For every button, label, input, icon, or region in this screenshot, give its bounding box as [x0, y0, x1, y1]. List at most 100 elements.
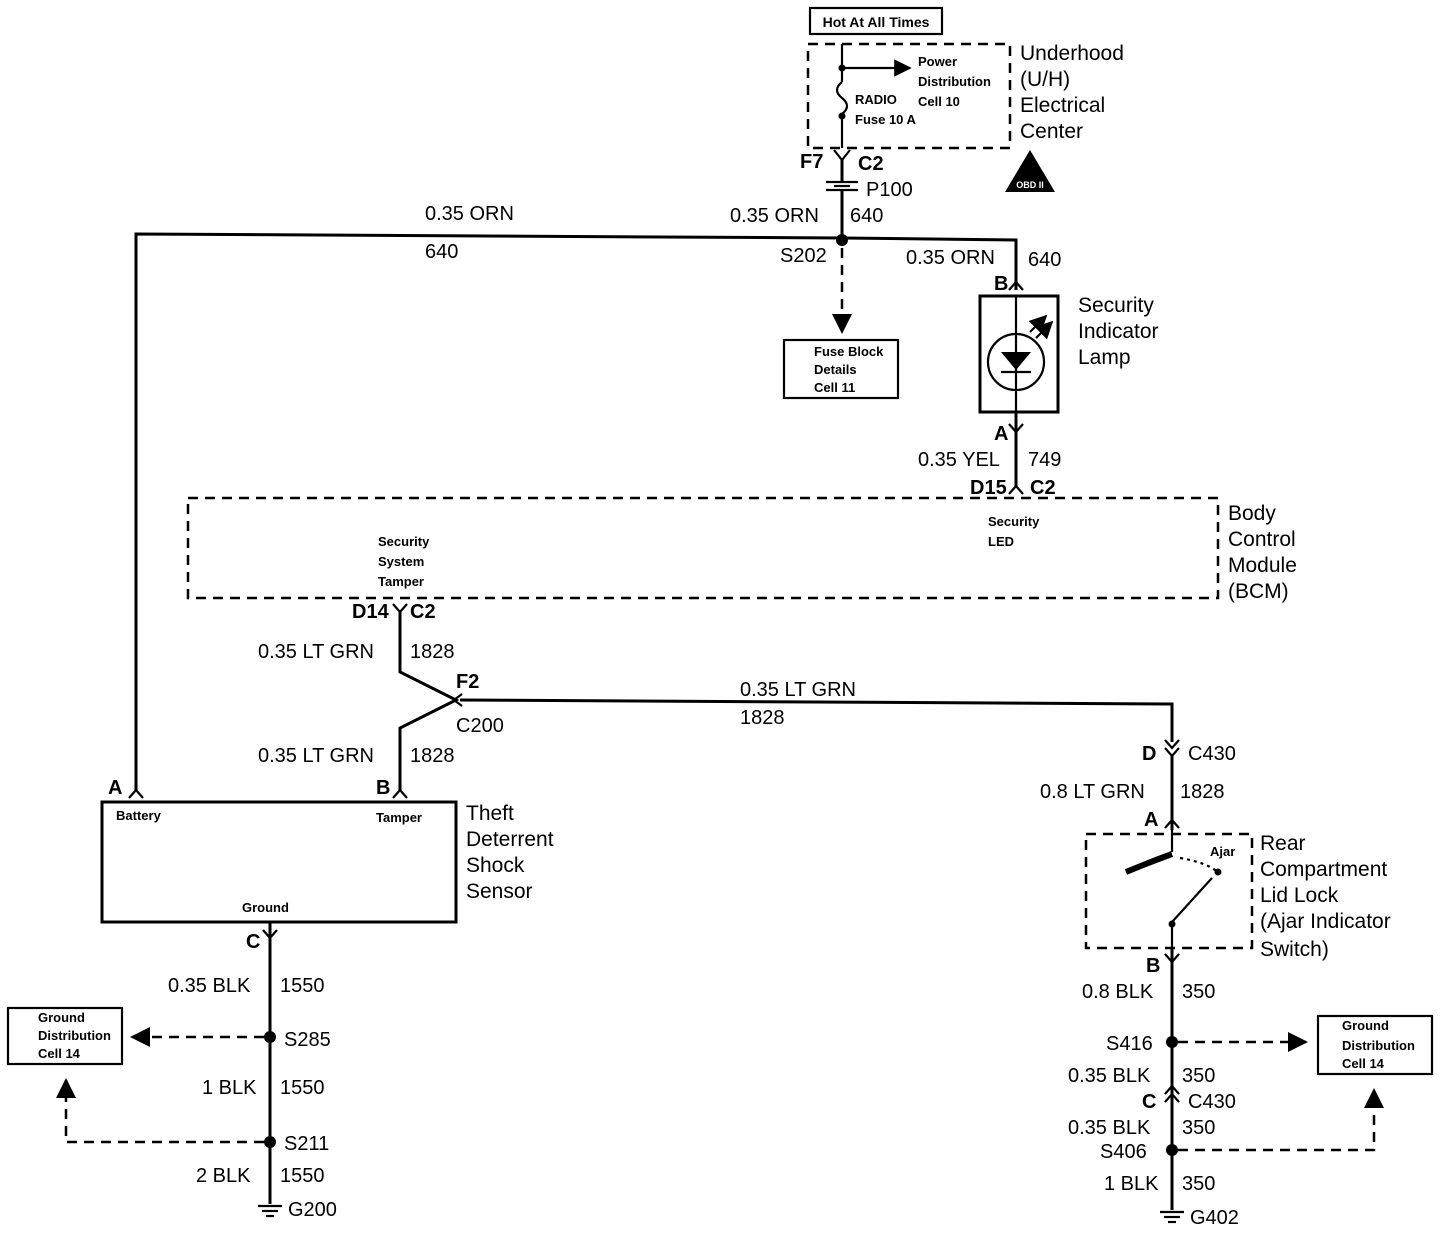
- svg-text:A: A: [994, 423, 1008, 445]
- svg-text:Cell 14: Cell 14: [38, 1046, 81, 1061]
- ground-g402-icon: [1160, 1210, 1184, 1224]
- svg-text:A: A: [108, 777, 122, 799]
- fuse-block-details: Fuse Block Details Cell 11: [782, 338, 900, 400]
- svg-text:Tamper: Tamper: [376, 810, 422, 825]
- svg-text:S202: S202: [780, 245, 827, 267]
- svg-text:S406: S406: [1100, 1141, 1147, 1163]
- wire-1828-tamper: D14 C2 0.35 LT GRN 1828 0.35 LT GRN 1828…: [258, 601, 504, 790]
- splice-s285: [264, 1031, 276, 1043]
- svg-text:0.35 LT GRN: 0.35 LT GRN: [258, 745, 374, 767]
- svg-text:Indicator: Indicator: [1078, 320, 1159, 343]
- svg-text:350: 350: [1182, 1117, 1215, 1139]
- wire-1828-rear: 0.35 LT GRN 1828 D C430 0.8 LT GRN 1828 …: [459, 679, 1236, 831]
- svg-text:G200: G200: [288, 1199, 337, 1221]
- svg-text:C2: C2: [858, 153, 884, 175]
- svg-text:Security: Security: [988, 514, 1040, 529]
- ground-g200-icon: [258, 1204, 282, 1218]
- svg-text:Fuse 10 A: Fuse 10 A: [855, 112, 917, 127]
- svg-text:Power: Power: [918, 54, 957, 69]
- svg-text:1 BLK: 1 BLK: [202, 1077, 257, 1099]
- svg-text:C430: C430: [1188, 743, 1236, 765]
- svg-text:OBD II: OBD II: [1016, 180, 1044, 190]
- svg-text:C2: C2: [410, 601, 436, 623]
- svg-text:Module: Module: [1228, 554, 1297, 577]
- svg-text:D14: D14: [352, 601, 390, 623]
- svg-text:(Ajar Indicator: (Ajar Indicator: [1260, 910, 1391, 933]
- svg-text:1828: 1828: [410, 745, 455, 767]
- svg-text:B: B: [1146, 955, 1160, 977]
- svg-text:Deterrent: Deterrent: [466, 828, 554, 851]
- svg-text:Lamp: Lamp: [1078, 346, 1131, 369]
- svg-text:Ground: Ground: [1342, 1018, 1389, 1033]
- ground-distribution-left: Ground Distribution Cell 14: [6, 1006, 264, 1144]
- svg-text:Hot At All Times: Hot At All Times: [823, 14, 930, 30]
- splice-s202: S202: [780, 234, 852, 334]
- svg-text:G402: G402: [1190, 1207, 1239, 1229]
- svg-text:C430: C430: [1188, 1091, 1236, 1113]
- svg-text:RADIO: RADIO: [855, 92, 897, 107]
- hot-at-all-times-label: Hot At All Times: [808, 6, 944, 36]
- wire-640-lamp: 0.35 ORN 640 B: [841, 236, 1061, 295]
- svg-text:0.8 LT GRN: 0.8 LT GRN: [1040, 781, 1145, 803]
- svg-text:B: B: [994, 273, 1008, 295]
- svg-text:0.35 YEL: 0.35 YEL: [918, 449, 1000, 471]
- svg-text:C200: C200: [456, 715, 504, 737]
- svg-text:350: 350: [1182, 981, 1215, 1003]
- svg-text:Ground: Ground: [242, 900, 289, 915]
- svg-text:P100: P100: [866, 179, 913, 201]
- theft-deterrent-shock-sensor: A B Battery Tamper Ground Theft Deterren…: [100, 777, 554, 924]
- svg-text:Lid Lock: Lid Lock: [1260, 884, 1339, 907]
- svg-text:System: System: [378, 554, 424, 569]
- svg-text:(U/H): (U/H): [1020, 68, 1070, 91]
- svg-text:Electrical: Electrical: [1020, 94, 1105, 117]
- svg-text:Distribution: Distribution: [918, 74, 991, 89]
- svg-text:640: 640: [425, 241, 458, 263]
- svg-text:LED: LED: [988, 534, 1014, 549]
- svg-text:2 BLK: 2 BLK: [196, 1165, 251, 1187]
- svg-text:0.35 BLK: 0.35 BLK: [168, 975, 251, 997]
- svg-text:Control: Control: [1228, 528, 1296, 551]
- svg-text:0.35 ORN: 0.35 ORN: [425, 203, 514, 225]
- svg-text:Tamper: Tamper: [378, 574, 424, 589]
- svg-text:D: D: [1142, 743, 1156, 765]
- body-control-module: Security System Tamper Security LED Body…: [186, 496, 1297, 603]
- svg-text:Sensor: Sensor: [466, 880, 533, 903]
- wire-640-left: 0.35 ORN 640: [134, 203, 843, 790]
- svg-text:Cell 11: Cell 11: [814, 380, 855, 395]
- svg-text:Details: Details: [814, 362, 857, 377]
- svg-text:0.35 BLK: 0.35 BLK: [1068, 1065, 1151, 1087]
- svg-text:Cell 14: Cell 14: [1342, 1056, 1385, 1071]
- svg-text:S285: S285: [284, 1029, 331, 1051]
- wire-749: A 0.35 YEL 749 D15 C2: [918, 412, 1061, 499]
- security-indicator-lamp: Security Indicator Lamp: [978, 294, 1159, 414]
- svg-text:1550: 1550: [280, 1077, 325, 1099]
- splice-s416: [1166, 1036, 1178, 1048]
- svg-text:749: 749: [1028, 449, 1061, 471]
- splice-s211: [264, 1136, 276, 1148]
- svg-text:0.8 BLK: 0.8 BLK: [1082, 981, 1154, 1003]
- svg-text:0.35 ORN: 0.35 ORN: [730, 205, 819, 227]
- svg-text:A: A: [1144, 809, 1158, 831]
- svg-text:1828: 1828: [1180, 781, 1225, 803]
- svg-text:1 BLK: 1 BLK: [1104, 1173, 1159, 1195]
- svg-text:(BCM): (BCM): [1228, 580, 1289, 603]
- svg-text:640: 640: [850, 205, 883, 227]
- svg-text:Security: Security: [378, 534, 430, 549]
- svg-text:Security: Security: [1078, 294, 1154, 317]
- svg-text:Shock: Shock: [466, 854, 525, 877]
- svg-text:Compartment: Compartment: [1260, 858, 1387, 881]
- sensor-ground-path: C 0.35 BLK 1550 S285 1 BLK 1550 S211 2 B…: [168, 922, 337, 1221]
- svg-text:S211: S211: [284, 1133, 329, 1155]
- svg-text:350: 350: [1182, 1173, 1215, 1195]
- svg-text:1550: 1550: [280, 975, 325, 997]
- splice-s406: [1166, 1144, 1178, 1156]
- svg-text:Theft: Theft: [466, 802, 514, 825]
- svg-text:C: C: [1142, 1091, 1156, 1113]
- obd-ii-icon: OBD II: [1005, 150, 1055, 192]
- svg-text:Distribution: Distribution: [38, 1028, 111, 1043]
- svg-text:1550: 1550: [280, 1165, 325, 1187]
- svg-text:Cell 10: Cell 10: [918, 94, 960, 109]
- svg-text:C2: C2: [1030, 477, 1056, 499]
- rear-compartment-lid-lock: Ajar Rear Compartment Lid Lock (Ajar Ind…: [1084, 830, 1391, 961]
